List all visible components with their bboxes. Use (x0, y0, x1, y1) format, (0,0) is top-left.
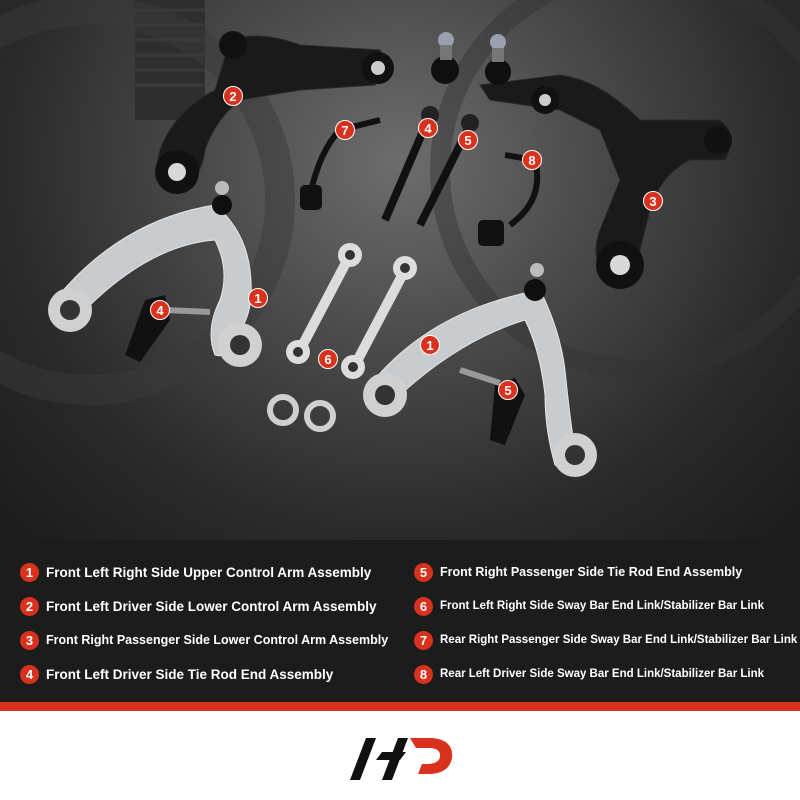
legend-item: 4 Front Left Driver Side Tie Rod End Ass… (20, 657, 400, 691)
callout-6: 6 (318, 349, 338, 369)
legend-column-right: 5 Front Right Passenger Side Tie Rod End… (414, 555, 800, 691)
callout-7: 7 (335, 120, 355, 140)
legend-number: 8 (414, 664, 433, 684)
legend-number: 1 (20, 562, 39, 582)
brand-logo-icon (332, 732, 472, 787)
legend-number: 5 (414, 562, 433, 582)
callout-4: 4 (418, 118, 438, 138)
legend-label: Front Right Passenger Side Tie Rod End A… (440, 565, 743, 579)
parts-illustration (0, 0, 800, 477)
callout-5: 5 (498, 380, 518, 400)
callout-2: 2 (223, 86, 243, 106)
legend-label: Front Right Passenger Side Lower Control… (46, 633, 389, 647)
legend-number: 4 (20, 664, 39, 684)
parts-legend: 1 Front Left Right Side Upper Control Ar… (0, 555, 800, 695)
callout-3: 3 (643, 191, 663, 211)
legend-item: 3 Front Right Passenger Side Lower Contr… (20, 623, 400, 657)
legend-number: 2 (20, 596, 39, 616)
legend-item: 2 Front Left Driver Side Lower Control A… (20, 589, 400, 623)
legend-item: 1 Front Left Right Side Upper Control Ar… (20, 555, 400, 589)
legend-label: Rear Right Passenger Side Sway Bar End L… (440, 634, 798, 646)
legend-label: Front Left Driver Side Lower Control Arm… (46, 598, 377, 614)
callout-5: 5 (458, 130, 478, 150)
legend-item: 6 Front Left Right Side Sway Bar End Lin… (414, 589, 800, 623)
legend-item: 8 Rear Left Driver Side Sway Bar End Lin… (414, 657, 800, 691)
legend-number: 3 (20, 630, 39, 650)
legend-item: 7 Rear Right Passenger Side Sway Bar End… (414, 623, 800, 657)
legend-number: 7 (414, 630, 433, 650)
legend-label: Front Left Right Side Upper Control Arm … (46, 564, 372, 580)
legend-label: Rear Left Driver Side Sway Bar End Link/… (440, 668, 765, 680)
legend-label: Front Left Driver Side Tie Rod End Assem… (46, 666, 334, 682)
accent-divider (0, 702, 800, 711)
legend-number: 6 (414, 596, 433, 616)
legend-item: 5 Front Right Passenger Side Tie Rod End… (414, 555, 800, 589)
callout-1: 1 (248, 288, 268, 308)
callout-1: 1 (420, 335, 440, 355)
callout-4: 4 (150, 300, 170, 320)
legend-column-left: 1 Front Left Right Side Upper Control Ar… (20, 555, 400, 691)
callout-8: 8 (522, 150, 542, 170)
legend-label: Front Left Right Side Sway Bar End Link/… (440, 600, 764, 612)
product-photo: 2 7 4 5 8 3 4 1 6 1 5 (0, 0, 800, 540)
